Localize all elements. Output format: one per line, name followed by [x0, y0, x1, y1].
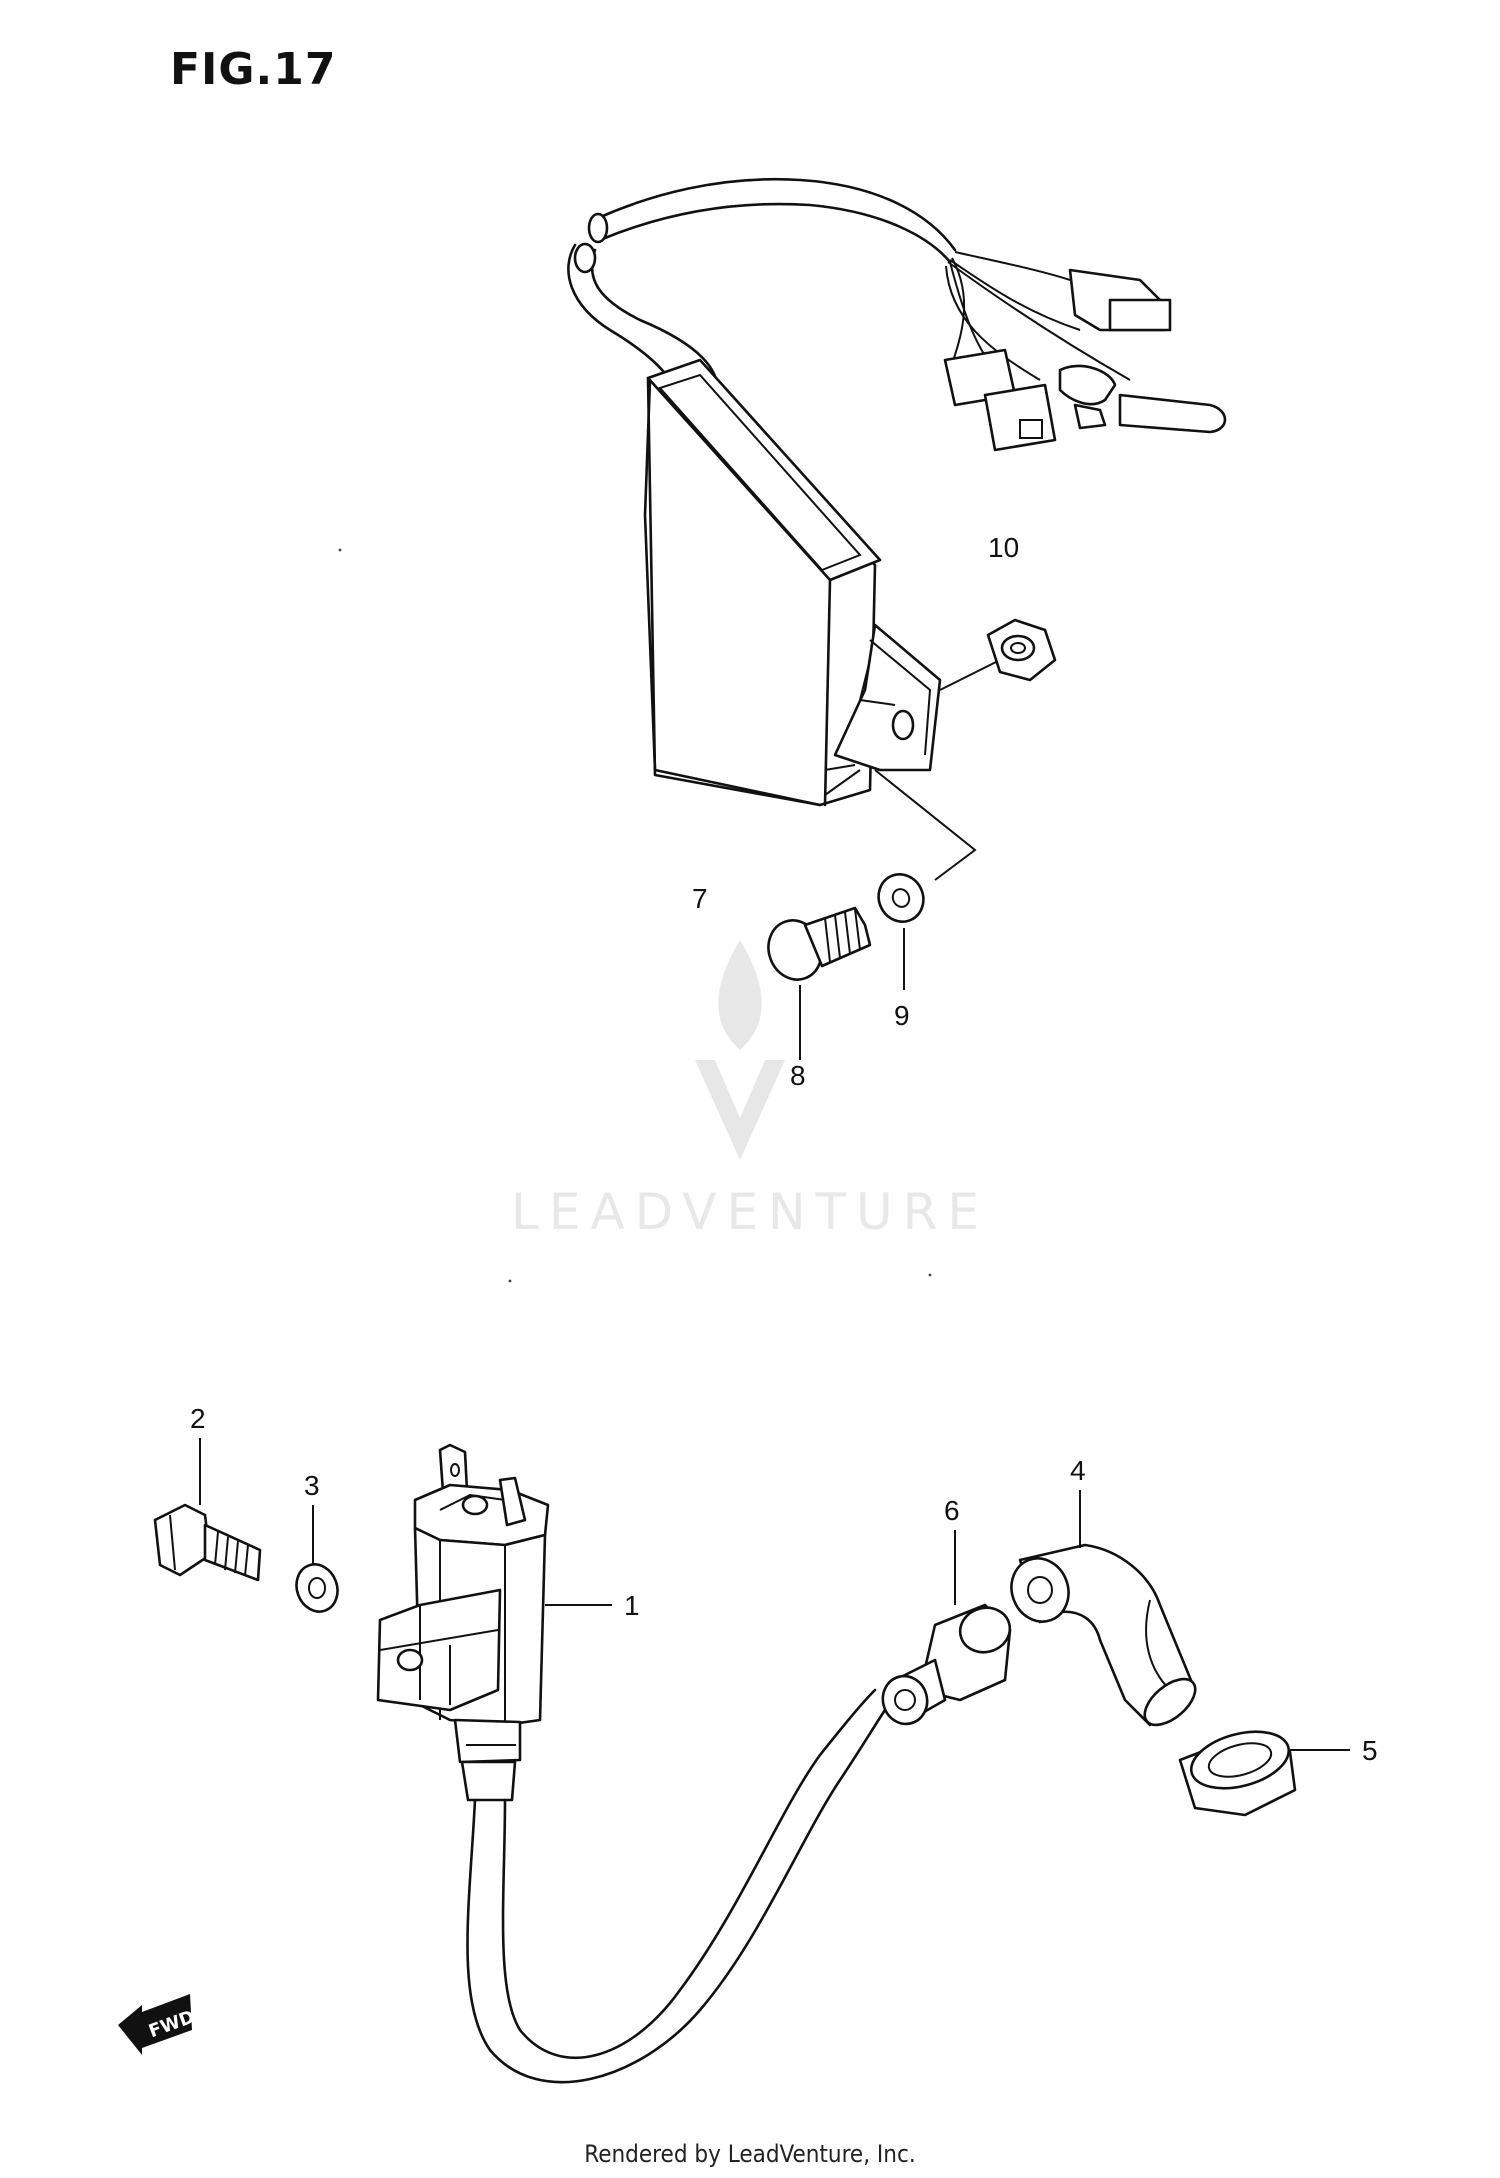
washer-icon — [295, 1505, 339, 1613]
ignition-coil-icon — [376, 1443, 887, 2084]
callout-8: 8 — [790, 1060, 806, 1091]
callout-7: 7 — [692, 883, 708, 914]
callout-4: 4 — [1070, 1455, 1086, 1486]
callout-2: 2 — [190, 1403, 206, 1434]
bolt-icon — [767, 906, 872, 1060]
cdi-unit-icon — [567, 177, 1227, 881]
nut-icon — [986, 618, 1057, 682]
watermark-logo-icon — [695, 940, 785, 1160]
callout-5: 5 — [1362, 1735, 1378, 1766]
footer-credit: Rendered by LeadVenture, Inc. — [584, 2140, 916, 2168]
callout-9: 9 — [894, 1000, 910, 1031]
fwd-arrow-icon — [118, 1994, 192, 2055]
callout-3: 3 — [304, 1470, 320, 1501]
bolt-icon — [153, 1438, 262, 1582]
callout-6: 6 — [944, 1495, 960, 1526]
figure-title: FIG.17 — [170, 44, 337, 95]
callout-10: 10 — [988, 532, 1019, 563]
grommet-icon — [881, 1530, 1012, 1726]
cap-boot-icon — [1178, 1730, 1350, 1817]
watermark-text: LEADVENTURE — [511, 1183, 989, 1241]
spark-plug-cap-icon — [1010, 1490, 1197, 1727]
callout-1: 1 — [624, 1590, 640, 1621]
washer-icon — [877, 873, 925, 990]
